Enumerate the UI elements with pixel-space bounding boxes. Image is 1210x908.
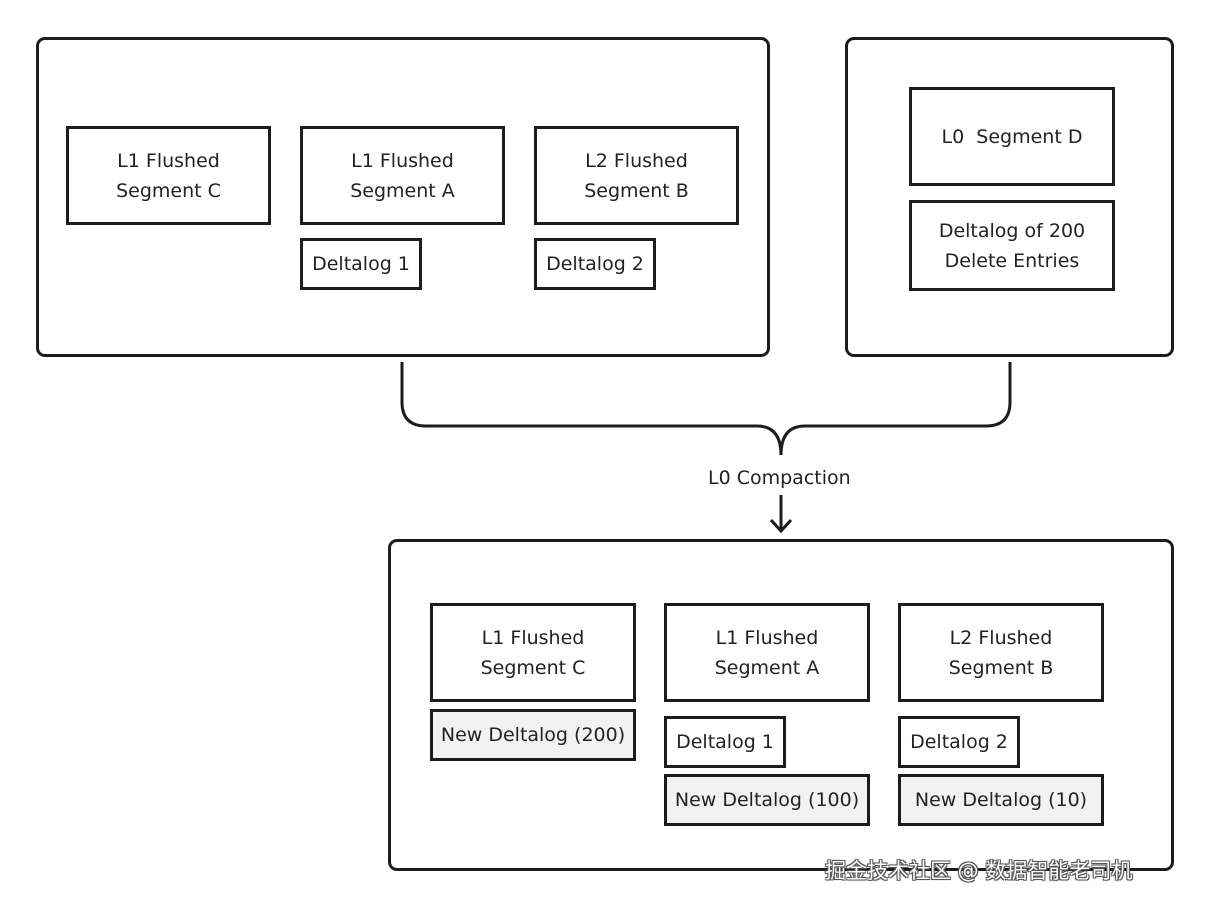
result-segment-a-box: L1 Flushed Segment A [664,603,870,702]
top-segment-a-box: L1 Flushed Segment A [300,126,505,225]
top-segment-c-box: L1 Flushed Segment C [66,126,271,225]
result-segment-a-line1: L1 Flushed [715,626,819,649]
result-segment-a-line2: Segment A [714,656,820,679]
result-segment-b-box: L2 Flushed Segment B [898,603,1104,702]
compaction-label: L0 Compaction [708,467,851,489]
top-deltalog-2-label: Deltalog 2 [546,253,644,275]
segment-d-box: L0 Segment D [909,87,1115,186]
new-deltalog-100-box: New Deltalog (100) [664,774,870,826]
result-segment-b-line2: Segment B [948,656,1054,679]
top-segment-b-box: L2 Flushed Segment B [534,126,739,225]
brace-path [400,362,1012,456]
top-deltalog-1-box: Deltalog 1 [300,238,422,290]
new-deltalog-10-label: New Deltalog (10) [914,789,1088,811]
result-segment-c-line1: L1 Flushed [481,626,585,649]
top-segment-b-line2: Segment B [584,179,689,202]
new-deltalog-200-box: New Deltalog (200) [430,709,636,761]
deltalog-200-box: Deltalog of 200 Delete Entries [909,200,1115,291]
top-deltalog-2-box: Deltalog 2 [534,238,656,290]
new-deltalog-200-label: New Deltalog (200) [440,724,626,746]
segment-d-label: L0 Segment D [941,125,1083,148]
new-deltalog-10-box: New Deltalog (10) [898,774,1104,826]
top-segment-a-line2: Segment A [350,179,455,202]
result-segment-c-box: L1 Flushed Segment C [430,603,636,702]
result-segment-b-line1: L2 Flushed [949,626,1053,649]
new-deltalog-100-label: New Deltalog (100) [674,789,860,811]
deltalog-200-line2: Delete Entries [944,249,1080,272]
result-deltalog-1-box: Deltalog 1 [664,716,786,768]
deltalog-200-line1: Deltalog of 200 [938,219,1086,242]
top-segment-a-line1: L1 Flushed [351,149,454,172]
top-segment-b-line1: L2 Flushed [585,149,688,172]
top-segment-c-line1: L1 Flushed [117,149,220,172]
top-segment-c-line2: Segment C [116,179,221,202]
watermark-text: 掘金技术社区 @ 数据智能老司机 [825,859,1133,883]
top-deltalog-1-label: Deltalog 1 [312,253,410,275]
result-deltalog-2-label: Deltalog 2 [910,731,1008,753]
result-segment-c-line2: Segment C [480,656,586,679]
arrow-head-icon [769,518,793,534]
result-deltalog-1-label: Deltalog 1 [676,731,774,753]
result-deltalog-2-box: Deltalog 2 [898,716,1020,768]
